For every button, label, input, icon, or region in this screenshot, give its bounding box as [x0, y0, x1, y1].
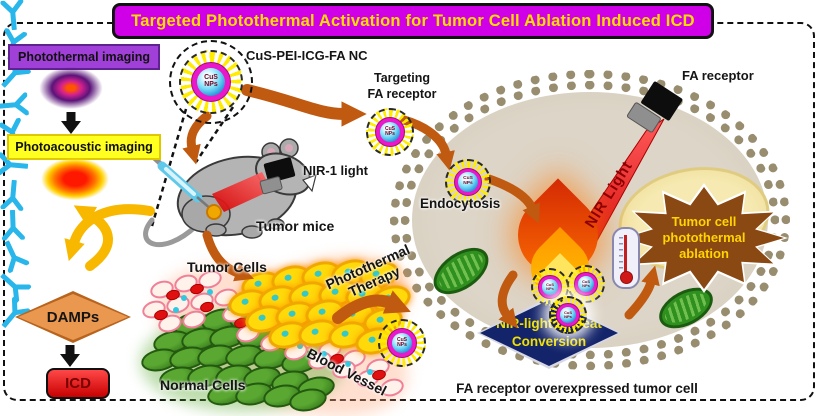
nanoparticle-ring: CuS NPs — [375, 117, 405, 147]
normal-cells-label: Normal Cells — [160, 377, 246, 393]
conversion-diamond: NIR-light to Heat Conversion — [477, 297, 621, 369]
photoacoustic-imaging-label: Photoacoustic imaging — [15, 140, 153, 154]
fa-receptor-icon — [0, 0, 27, 32]
tumor-cells-label: Tumor Cells — [187, 259, 267, 275]
nanoparticle-core-label: CuS NPs — [379, 121, 401, 143]
icd-label: ICD — [65, 375, 91, 392]
nanoparticle-core-label: CuS NPs — [196, 67, 226, 97]
syringe-icon — [147, 151, 222, 220]
fa-receptor-label: FA receptor — [682, 68, 754, 83]
nanoparticle-ring: CuS NPs — [556, 303, 580, 327]
targeting-fa-receptor-label: Targeting FA receptor — [367, 71, 437, 102]
nanoparticle-ring: CuS NPs — [538, 275, 562, 299]
nir1-light-label: NIR-1 light — [303, 163, 368, 178]
damps-diamond: DAMPs — [15, 291, 131, 343]
thermometer-icon — [612, 227, 640, 289]
ablation-line1: Tumor cell — [671, 213, 737, 229]
fa-receptor-icon — [0, 295, 33, 335]
nc-label: CuS-PEI-ICG-FA NC — [246, 48, 368, 63]
figure-title: Targeted Photothermal Activation for Tum… — [112, 3, 714, 39]
cyan-dot — [345, 361, 351, 367]
nanoparticle-ring: CuS NPs — [453, 167, 483, 197]
tumor-mice-label: Tumor mice — [256, 218, 335, 234]
ablation-starburst: Tumor cell photothermal ablation — [620, 183, 788, 293]
conversion-line2: Conversion — [511, 334, 587, 349]
cus-nanoparticle-icon: CuS NPs — [378, 319, 426, 367]
endocytosis-label: Endocytosis — [420, 196, 501, 211]
cus-nanoparticle-icon: CuS NPs — [549, 296, 587, 334]
nanoparticle-ring: CuS NPs — [387, 328, 417, 358]
nanoparticle-core-label: CuS NPs — [458, 172, 478, 192]
fa-receptor-icon — [0, 208, 27, 241]
nir1-laser-beam — [212, 172, 272, 212]
fa-receptor-icon — [0, 91, 30, 120]
cyan-dot — [297, 343, 303, 349]
nanoparticle-core-label: CuS NPs — [560, 307, 576, 323]
nanoparticle-ring: CuS NPs — [574, 272, 598, 296]
cyan-dot — [207, 289, 213, 295]
nir-laser-device — [626, 81, 683, 133]
nanoparticle-core-label: CuS NPs — [578, 276, 594, 292]
nir1-laser-device — [259, 157, 296, 195]
icd-box: ICD — [46, 368, 110, 399]
cyan-dot — [321, 351, 327, 357]
fa-receptor-icon — [0, 151, 30, 180]
damps-label: DAMPs — [46, 308, 100, 326]
photothermal-image-blob — [38, 66, 104, 110]
cyan-dot — [181, 295, 187, 301]
tumor-site — [206, 204, 222, 220]
ablation-line2: photothermal — [662, 229, 746, 245]
cell-caption-label: FA receptor overexpressed tumor cell — [456, 381, 698, 396]
nanoparticle-core-label: CuS NPs — [542, 279, 558, 295]
photothermal-imaging-label: Photothermal imaging — [18, 50, 150, 64]
photoacoustic-image-blob — [40, 157, 110, 201]
fa-receptor-icon — [0, 178, 27, 212]
cyan-dot — [173, 307, 179, 313]
cus-nanoparticle-icon: CuS NPs — [366, 108, 414, 156]
fa-receptor-icon — [0, 236, 31, 274]
ablation-line3: ablation — [679, 246, 729, 262]
cus-nanoparticle-icon: CuS NPs — [179, 50, 243, 114]
nanoparticle-ring: CuS NPs — [190, 61, 232, 103]
cyan-dot — [367, 369, 373, 375]
nanoparticle-core-label: CuS NPs — [391, 332, 413, 354]
